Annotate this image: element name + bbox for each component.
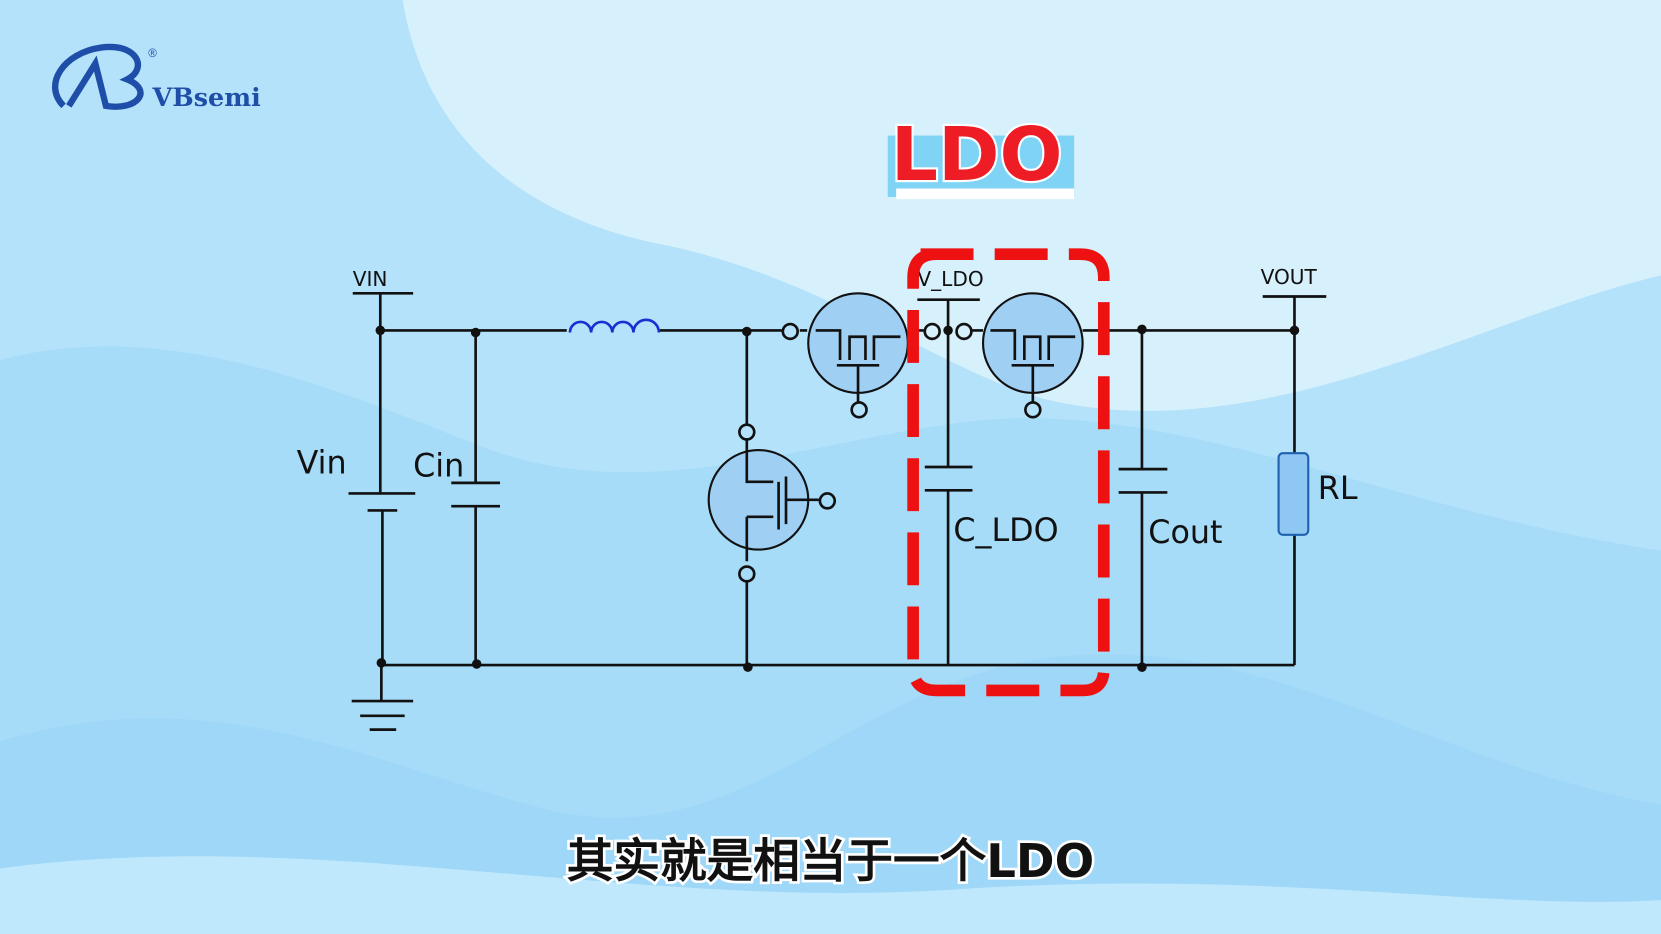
v-ldo-label: V_LDO (917, 267, 983, 291)
vin-source-label: Vin (297, 445, 347, 481)
vout-label: VOUT (1261, 265, 1318, 289)
cout-label: Cout (1148, 515, 1222, 551)
title-badge: LDO (887, 110, 1075, 200)
low-side-mosfet (707, 423, 837, 583)
svg-text:®: ® (148, 47, 157, 60)
vin-rail-label: VIN (353, 267, 388, 291)
c-ldo-label: C_LDO (953, 513, 1058, 549)
cin-label: Cin (413, 449, 464, 485)
svg-text:VBsemi: VBsemi (152, 82, 262, 112)
ldo-mosfet (923, 292, 1084, 419)
rl-label: RL (1318, 471, 1358, 507)
ldo-highlight-box (907, 248, 1110, 697)
vbsemi-logo: VBsemi ® (51, 43, 262, 112)
subtitle-caption: 其实就是相当于一个LDO (567, 834, 1094, 888)
title: LDO (891, 112, 1063, 198)
